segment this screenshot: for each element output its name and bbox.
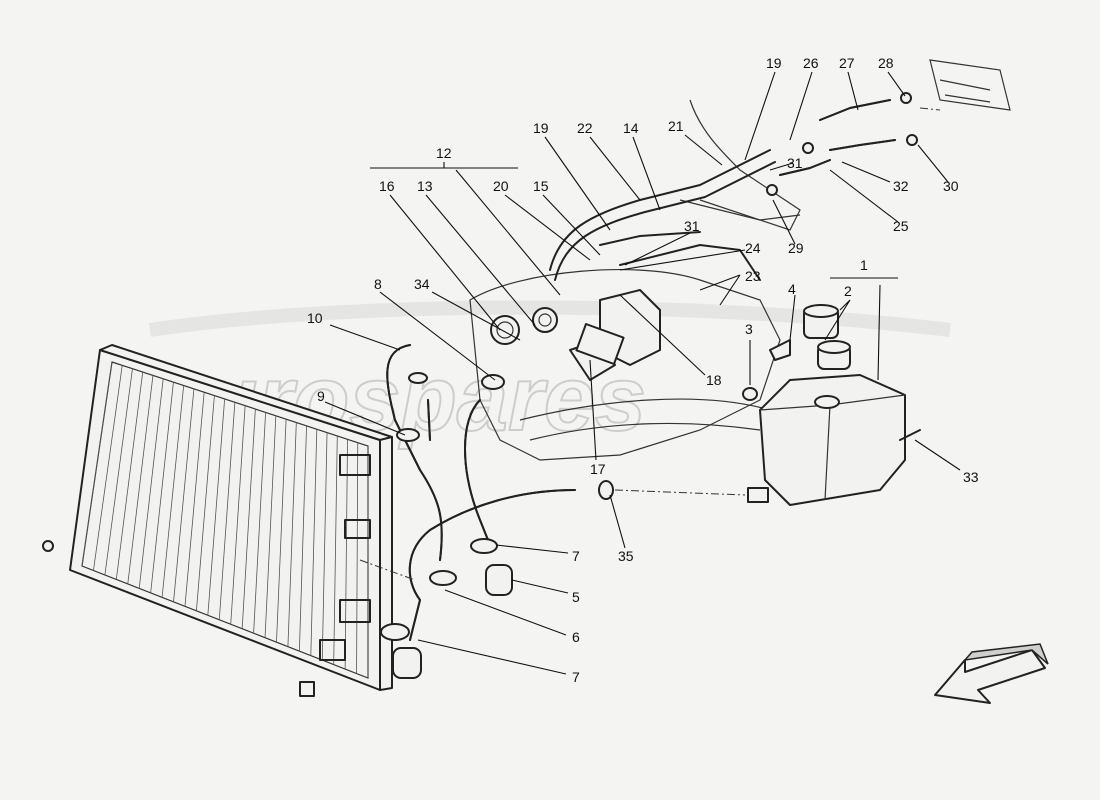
leader-lines (324, 71, 961, 675)
callout-6: 6 (572, 629, 580, 645)
callout-18: 18 (706, 372, 722, 388)
callout-9: 9 (317, 388, 325, 404)
callout-13: 13 (417, 178, 433, 194)
callout-26: 26 (803, 55, 819, 71)
callout-35: 35 (618, 548, 634, 564)
assembly-line-35 (614, 489, 746, 496)
callout-24: 24 (745, 240, 761, 256)
callout-17: 17 (590, 461, 606, 477)
callout-28: 28 (878, 55, 894, 71)
tank-caps (803, 304, 851, 370)
callout-19-b: 19 (533, 120, 549, 136)
direction-arrow-icon (934, 643, 1049, 704)
callout-30: 30 (943, 178, 959, 194)
callout-16: 16 (379, 178, 395, 194)
callout-14: 14 (623, 120, 639, 136)
callout-29: 29 (788, 240, 804, 256)
callout-7-b: 7 (572, 669, 580, 685)
group-bracket-12: 12 (370, 145, 518, 169)
engine-block (469, 99, 801, 461)
callout-8: 8 (374, 276, 382, 292)
callout-25: 25 (893, 218, 909, 234)
callout-1: 1 (860, 257, 868, 273)
callout-20: 20 (493, 178, 509, 194)
group-bracket-1: 1 (830, 257, 898, 279)
callout-32: 32 (893, 178, 909, 194)
callout-33: 33 (963, 469, 979, 485)
callout-12: 12 (436, 145, 452, 161)
heater-hoses (766, 59, 1011, 196)
radiator (42, 344, 393, 697)
radiator-hoses (380, 344, 614, 679)
callout-27: 27 (839, 55, 855, 71)
callout-31: 31 (787, 155, 803, 171)
assembly-line-radiator (359, 559, 416, 581)
callout-2: 2 (844, 283, 852, 299)
callout-19: 19 (766, 55, 782, 71)
callout-34: 34 (414, 276, 430, 292)
callout-15: 15 (533, 178, 549, 194)
callout-21: 21 (668, 118, 684, 134)
callout-3: 3 (745, 321, 753, 337)
callout-22: 22 (577, 120, 593, 136)
assembly-line-30 (919, 107, 941, 111)
callout-31-b: 31 (684, 218, 700, 234)
expansion-tank (742, 339, 921, 506)
callout-10: 10 (307, 310, 323, 326)
callout-5: 5 (572, 589, 580, 605)
callout-7: 7 (572, 548, 580, 564)
callout-4: 4 (788, 281, 796, 297)
callout-23: 23 (745, 268, 761, 284)
callout-labels: 19 26 27 28 19 22 14 21 31 32 30 16 13 2… (307, 55, 979, 685)
